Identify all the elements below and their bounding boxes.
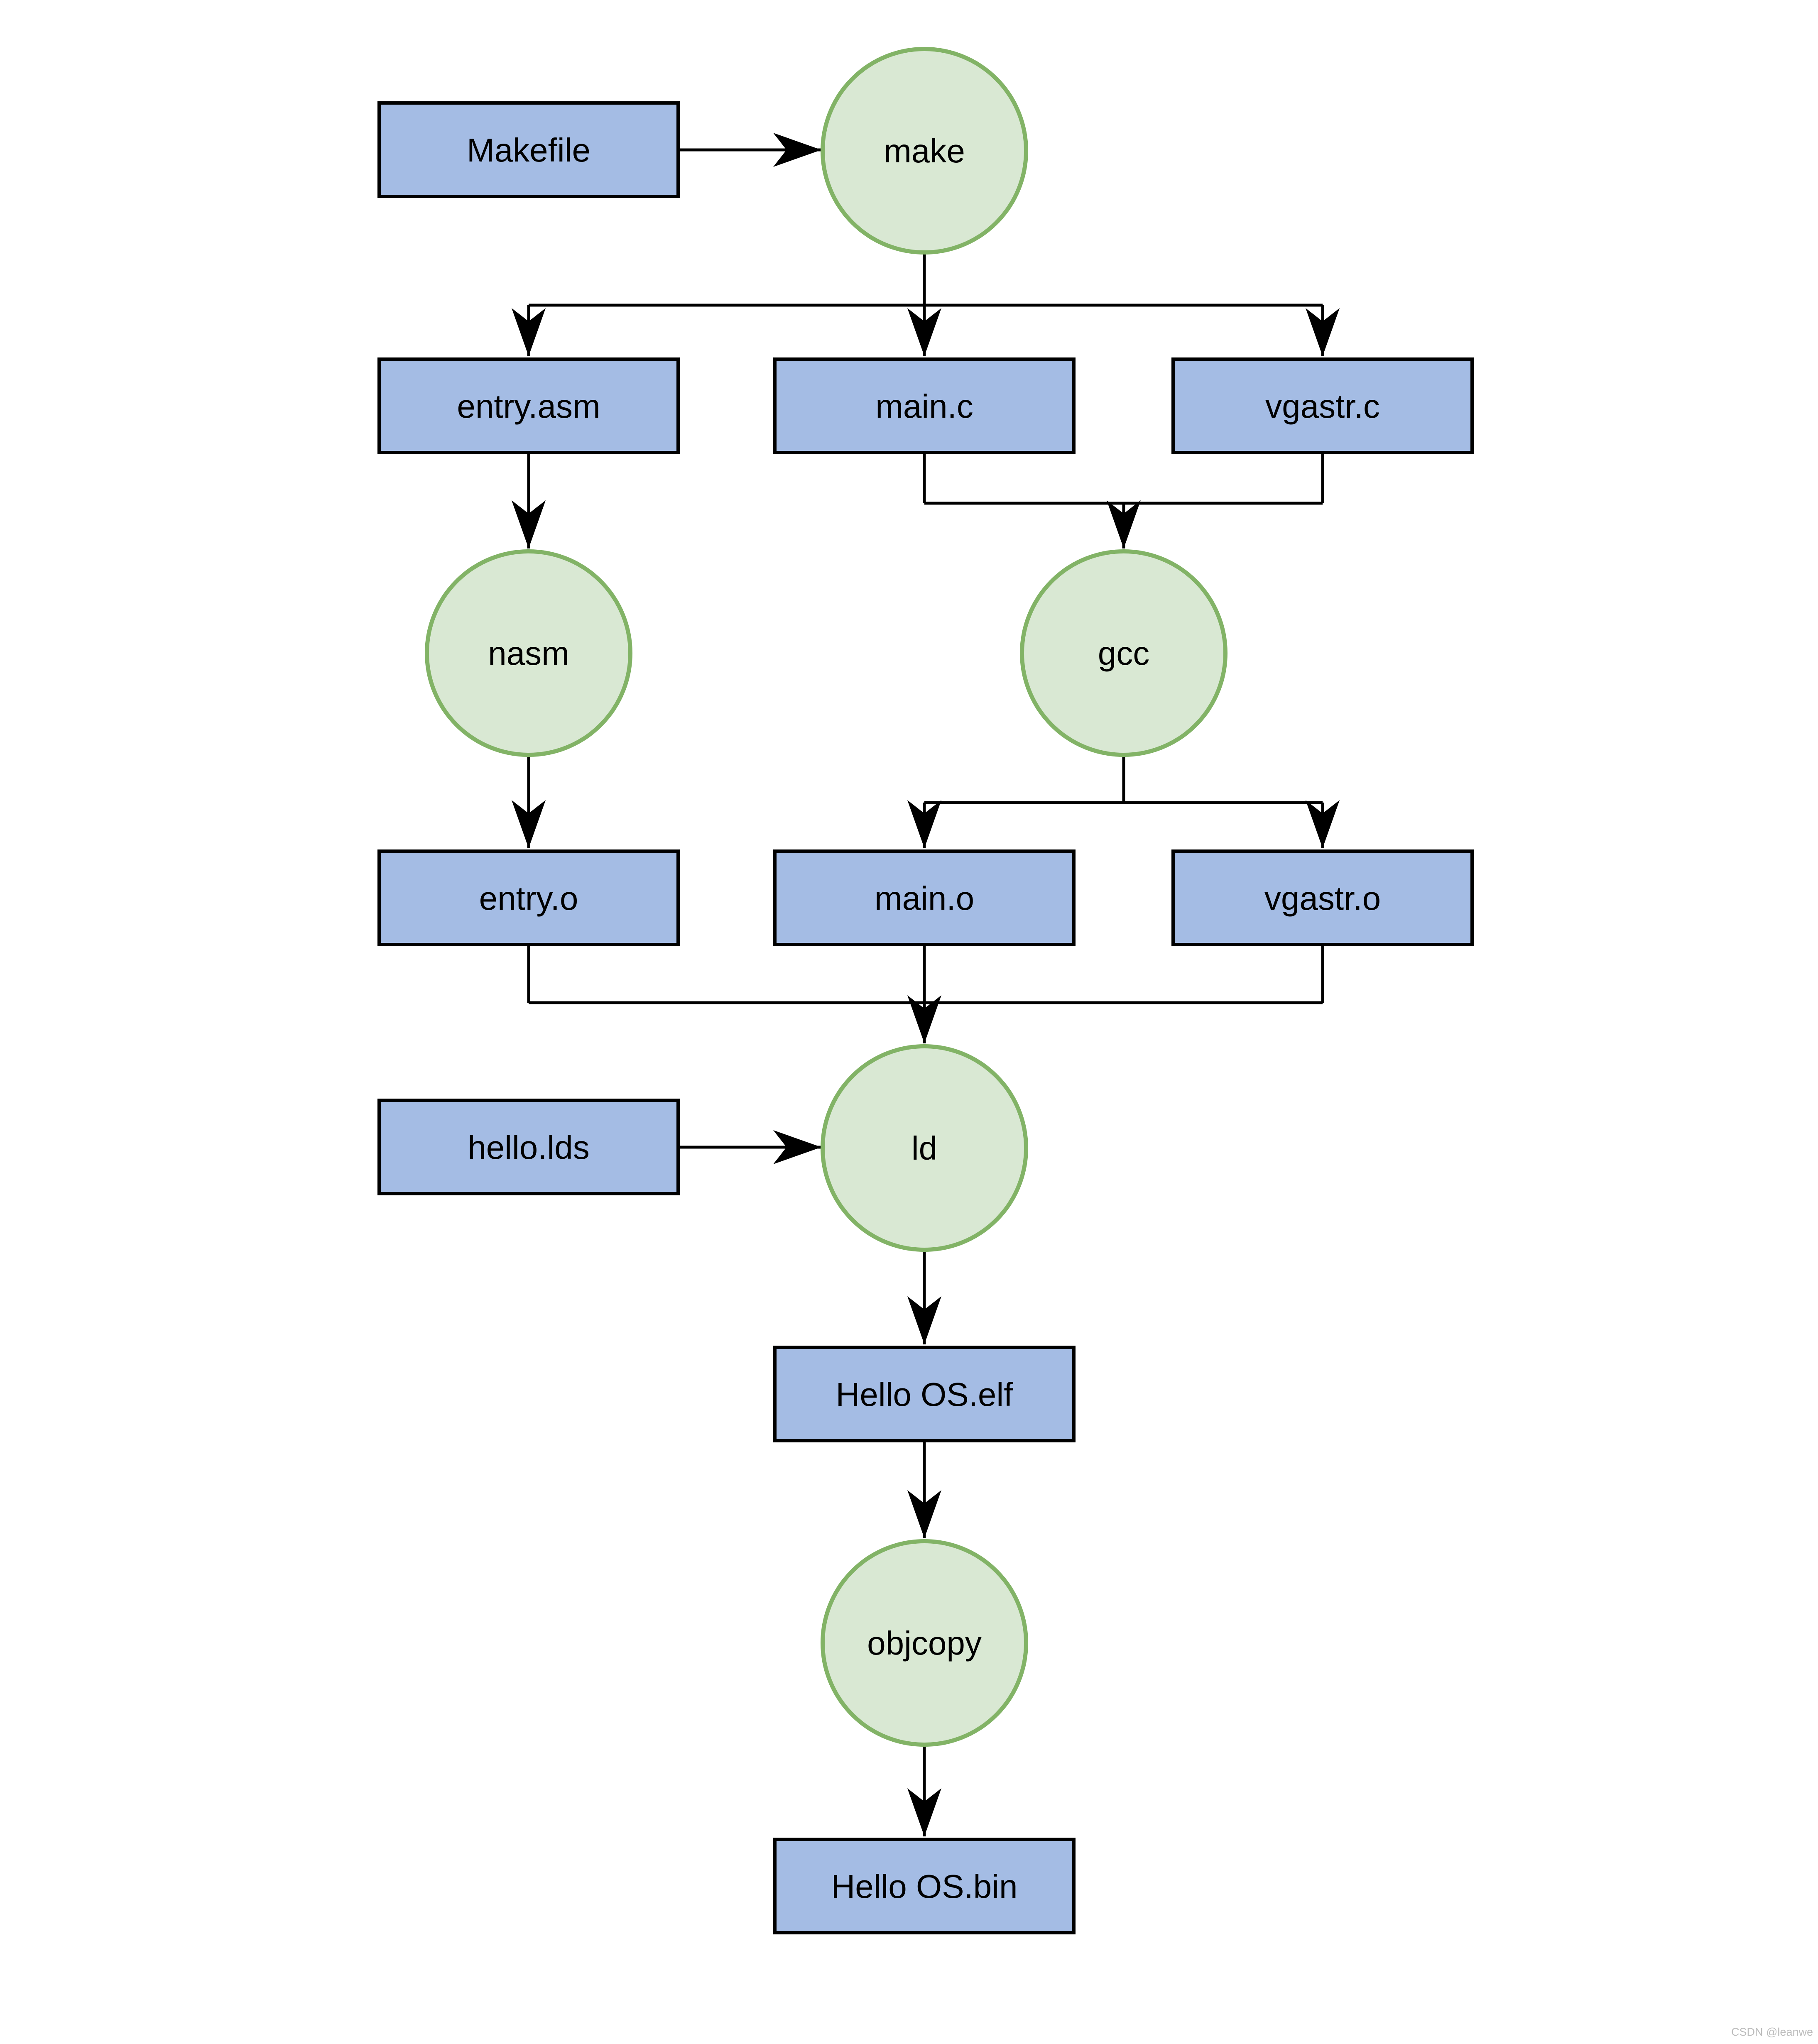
hello-lds-label: hello.lds <box>468 1129 590 1166</box>
entry-asm-box <box>377 357 680 454</box>
node-entry-o: entry.o <box>377 849 680 946</box>
gcc-label: gcc <box>1098 635 1150 672</box>
edge-make-to-sources <box>512 252 1340 356</box>
vgastr-o-label: vgastr.o <box>1264 880 1381 917</box>
node-gcc: gcc <box>1020 549 1228 757</box>
node-make: make <box>821 47 1028 255</box>
main-c-box <box>773 357 1076 454</box>
entry-o-label: entry.o <box>479 880 578 917</box>
node-hello-os-elf: Hello OS.elf <box>773 1346 1076 1442</box>
entry-asm-label: entry.asm <box>457 388 600 425</box>
node-hello-os-bin: Hello OS.bin <box>773 1838 1076 1934</box>
edge-objects-to-ld <box>527 945 1324 1043</box>
csdn-watermark: CSDN @leanwe <box>1731 2026 1813 2038</box>
gcc-circle <box>1020 549 1228 757</box>
node-vgastr-c: vgastr.c <box>1171 357 1474 454</box>
main-o-box <box>773 849 1076 946</box>
edge-gcc-to-objects <box>907 755 1340 848</box>
makefile-label: Makefile <box>467 132 590 169</box>
node-entry-asm: entry.asm <box>377 357 680 454</box>
hello-os-elf-box <box>773 1346 1076 1442</box>
objcopy-circle <box>821 1539 1028 1747</box>
hello-os-bin-label: Hello OS.bin <box>831 1868 1017 1905</box>
main-c-label: main.c <box>875 388 973 425</box>
node-main-o: main.o <box>773 849 1076 946</box>
make-label: make <box>884 132 965 169</box>
ld-label: ld <box>911 1130 937 1167</box>
node-objcopy: objcopy <box>821 1539 1028 1747</box>
main-o-label: main.o <box>875 880 974 917</box>
vgastr-c-box <box>1171 357 1474 454</box>
makefile-box <box>377 101 680 198</box>
make-circle <box>821 47 1028 255</box>
hello-os-elf-label: Hello OS.elf <box>836 1376 1014 1413</box>
edge-sources-to-gcc <box>923 453 1324 548</box>
node-hello-lds: hello.lds <box>377 1099 680 1195</box>
node-vgastr-o: vgastr.o <box>1171 849 1474 946</box>
node-nasm: nasm <box>425 549 632 757</box>
nasm-label: nasm <box>488 635 569 672</box>
objcopy-label: objcopy <box>867 1625 982 1662</box>
hello-lds-box <box>377 1099 680 1195</box>
node-makefile: Makefile <box>377 101 680 198</box>
hello-os-bin-box <box>773 1838 1076 1934</box>
node-main-c: main.c <box>773 357 1076 454</box>
vgastr-c-label: vgastr.c <box>1265 388 1380 425</box>
node-ld: ld <box>821 1044 1028 1252</box>
nasm-circle <box>425 549 632 757</box>
entry-o-box <box>377 849 680 946</box>
ld-circle <box>821 1044 1028 1252</box>
vgastr-o-box <box>1171 849 1474 946</box>
